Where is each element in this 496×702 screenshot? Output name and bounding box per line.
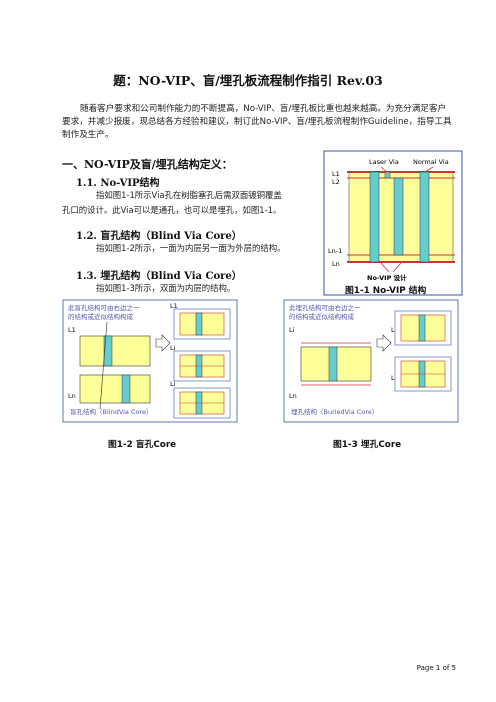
- fig1-3-note-2: 的结构或近似结构构成: [289, 312, 355, 321]
- fig1-3-right-li-b: Li: [391, 374, 397, 382]
- fig1-2-l1: L1: [68, 326, 76, 334]
- fig1-2-arrow: [155, 334, 171, 352]
- figure-1-2-caption: 图1-2 盲孔Core: [108, 440, 177, 450]
- intro-paragraph: 随着客户要求和公司制作能力的不断提高，No-VIP、盲/埋孔板比重也越来越高。为…: [62, 103, 452, 142]
- figure-1-1-caption: 图1-1 No-VIP 结构: [345, 286, 427, 296]
- figure-1-3: 此埋孔结构可由右边之一 的结构或近似结构构成 Li Ln 埋孔结构（Buried…: [283, 299, 459, 423]
- laser-via-label: Laser Via: [369, 158, 399, 166]
- via-buried: [393, 177, 404, 256]
- section-1-3-text: 指如图1-3所示，双面为内层的结构。: [96, 283, 236, 293]
- section-1-heading: 一、NO-VIP及盲/埋孔结构定义：: [62, 158, 233, 171]
- section-1-2-text: 指如图1-2所示，一面为内层另一面为外层的结构。: [96, 243, 286, 253]
- section-1-2-heading: 1.2. 盲孔结构（Blind Via Core）: [76, 231, 242, 242]
- fig1-2-li-b: Li: [170, 380, 176, 388]
- fig1-3-li: Li: [289, 326, 295, 334]
- normal-via-arrow: [424, 166, 434, 173]
- fig1-3-right-li-a: Li: [391, 326, 397, 334]
- via-through: [419, 171, 430, 263]
- label-ln: Ln: [332, 260, 340, 268]
- normal-via-label: Normal Via: [413, 158, 449, 166]
- label-l1: L1: [332, 170, 340, 178]
- fig1-2-option-1-via: [195, 312, 203, 336]
- section-1-1-text-b: 孔口的设计。此Via可以是通孔，也可以是埋孔，如图1-1。: [62, 205, 282, 215]
- section-1-1-heading: 1.1. No-VIP结构: [76, 178, 160, 189]
- fig1-2-pointer: [99, 321, 108, 410]
- intro-text: 随着客户要求和公司制作能力的不断提高，No-VIP、盲/埋孔板比重也越来越高。为…: [62, 104, 452, 140]
- fig1-2-note-2: 的结构或近似结构构成: [68, 312, 134, 321]
- fig1-2-right-l1: L1: [170, 302, 178, 310]
- fig1-3-note-1: 此埋孔结构可由右边之一: [289, 303, 361, 312]
- figure-1-2: 此盲孔结构可由右边之一 的结构或近似结构构成 L1 Ln 盲孔结构（BlindV…: [62, 299, 238, 423]
- page-title: 题：NO-VIP、盲/埋孔板流程制作指引 Rev.03: [113, 73, 383, 88]
- label-l2: L2: [332, 178, 340, 186]
- fig1-2-core-upper: [79, 335, 151, 367]
- page-number: Page 1 of 5: [416, 664, 456, 672]
- fig1-2-via-lower: [121, 374, 131, 404]
- fig1-3-option-1-via: [418, 314, 426, 342]
- fig1-3-via: [328, 346, 338, 382]
- via-left: [369, 171, 380, 263]
- fig1-2-ln: Ln: [68, 392, 76, 400]
- figure-1-3-caption: 图1-3 埋孔Core: [333, 440, 402, 450]
- laser-via-arrow: [380, 166, 388, 173]
- section-1-1-text-a: 指如图1-1所示Via孔在树脂塞孔后需双面镀铜覆盖: [96, 190, 282, 200]
- section-1-3-heading: 1.3. 埋孔结构（Blind Via Core）: [76, 271, 242, 282]
- fig1-2-note-1: 此盲孔结构可由右边之一: [68, 303, 140, 312]
- design-arrow-1: [380, 262, 390, 273]
- fig1-2-core-lower: [79, 374, 151, 404]
- no-vip-design-label: No-VIP 设计: [367, 273, 407, 282]
- figure-1-1: Laser Via Normal Via L1 L2 Ln-1 Ln No-VI…: [323, 150, 463, 296]
- fig1-2-li-a: Li: [170, 344, 176, 352]
- fig1-3-ln: Ln: [289, 392, 297, 400]
- fig1-3-arrow: [376, 334, 392, 352]
- label-ln1: Ln-1: [328, 247, 342, 255]
- fig1-2-struct-label: 盲孔结构（BlindVia Core）: [70, 407, 153, 416]
- fig1-3-struct-label: 埋孔结构（BuriedVia Core）: [291, 407, 378, 416]
- design-arrow-2: [392, 262, 402, 273]
- laser-via-top: [384, 171, 391, 179]
- fig1-2-via-upper: [103, 335, 113, 367]
